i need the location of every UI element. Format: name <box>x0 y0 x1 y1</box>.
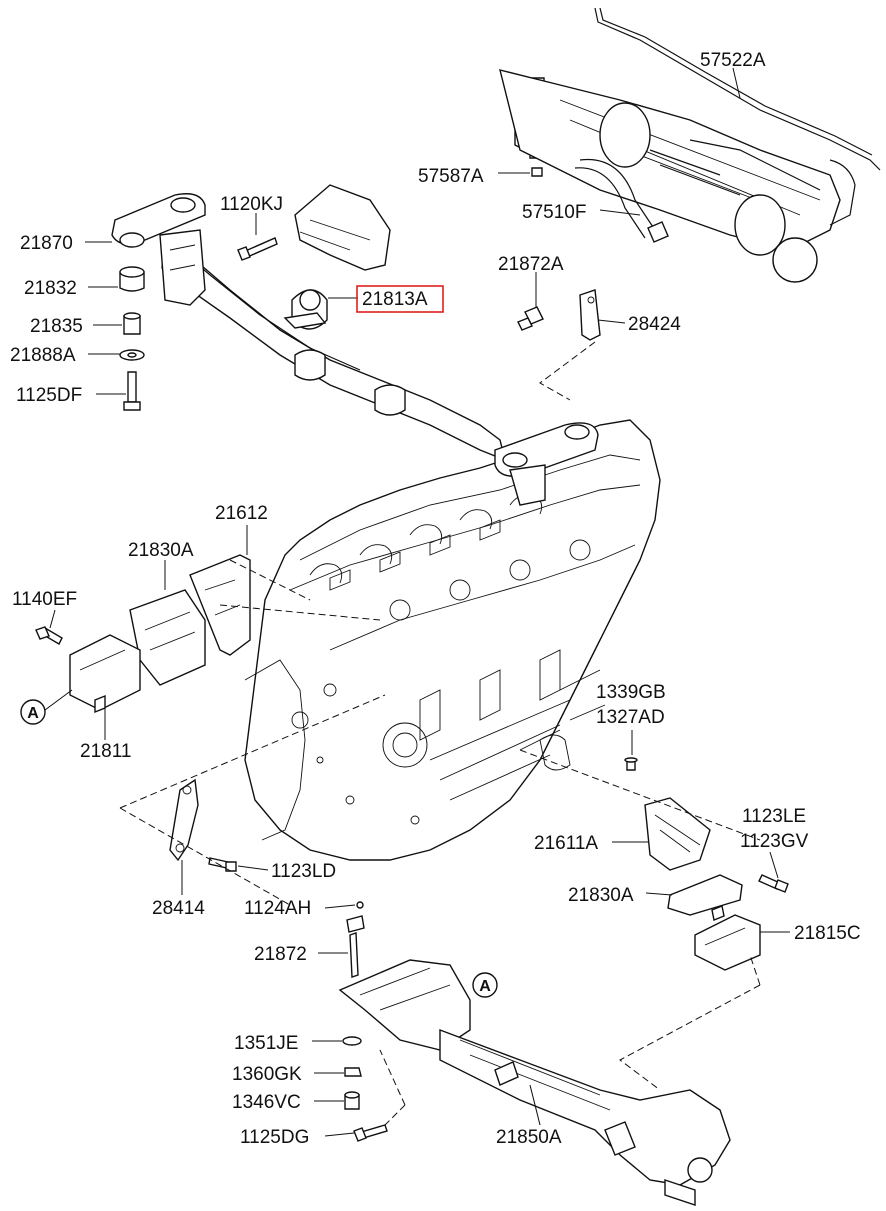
upper-member-assembly <box>111 193 599 506</box>
part-label[interactable]: 57510F <box>522 202 586 223</box>
part-label[interactable]: 1123GV <box>740 831 809 852</box>
bracket-28424-group <box>517 289 601 341</box>
part-label[interactable]: 21835 <box>30 316 83 337</box>
part-label[interactable]: 1125DG <box>240 1127 309 1148</box>
callout-A-left: A <box>20 689 73 725</box>
part-label[interactable]: 1339GB <box>596 682 666 703</box>
part-label[interactable]: 57522A <box>700 50 766 71</box>
part-label[interactable]: 1351JE <box>234 1033 298 1054</box>
part-label[interactable]: 57587A <box>418 166 484 187</box>
callout-A-label: A <box>27 705 39 722</box>
left-mount-group <box>35 554 251 714</box>
part-label[interactable]: 1123LD <box>271 861 336 882</box>
guide-lines <box>119 341 761 1126</box>
engine-block <box>244 419 661 861</box>
part-label[interactable]: 1346VC <box>232 1092 301 1113</box>
part-label[interactable]: 28414 <box>152 898 205 919</box>
part-label[interactable]: 21870 <box>20 233 73 254</box>
part-label[interactable]: 1124AH <box>244 898 311 919</box>
lower-crossmember-21850A <box>338 901 731 1206</box>
leader-lines <box>49 67 790 1137</box>
bolt-1125DF <box>127 371 137 403</box>
part-label[interactable]: 1140EF <box>12 589 77 610</box>
heat-shield <box>294 184 391 271</box>
part-label[interactable]: 21850A <box>496 1127 562 1148</box>
part-labels: 57522A 57587A 57510F 1120KJ 21870 21832 … <box>10 50 861 1148</box>
part-label[interactable]: 21815C <box>794 923 861 944</box>
part-label[interactable]: 28424 <box>628 314 681 335</box>
right-lower-mount-group <box>624 757 789 971</box>
part-label[interactable]: 1123LE <box>742 806 806 827</box>
part-label[interactable]: 21830A <box>128 540 194 561</box>
part-label[interactable]: 21872 <box>254 944 307 965</box>
callout-A-label: A <box>479 978 491 995</box>
callout-A-right: A <box>472 972 498 998</box>
part-highlight-box <box>356 285 444 313</box>
part-label[interactable]: 1125DF <box>16 385 82 406</box>
mount-21813A <box>283 289 328 330</box>
part-label[interactable]: 21872A <box>498 254 564 275</box>
part-label[interactable]: 1327AD <box>596 707 665 728</box>
part-label[interactable]: 1360GK <box>232 1064 302 1085</box>
part-label[interactable]: 21888A <box>10 345 76 366</box>
part-label[interactable]: 21832 <box>24 278 77 299</box>
steering-gear-assembly <box>499 7 881 283</box>
part-label[interactable]: 1120KJ <box>220 194 283 215</box>
part-label[interactable]: 21830A <box>568 885 634 906</box>
part-label[interactable]: 21612 <box>215 503 268 524</box>
part-label[interactable]: 21811 <box>80 741 131 762</box>
part-label[interactable]: 21611A <box>534 833 598 854</box>
part-label-highlighted[interactable]: 21813A <box>362 289 428 310</box>
upper-left-hardware <box>119 237 278 411</box>
bracket-28414 <box>169 778 237 872</box>
